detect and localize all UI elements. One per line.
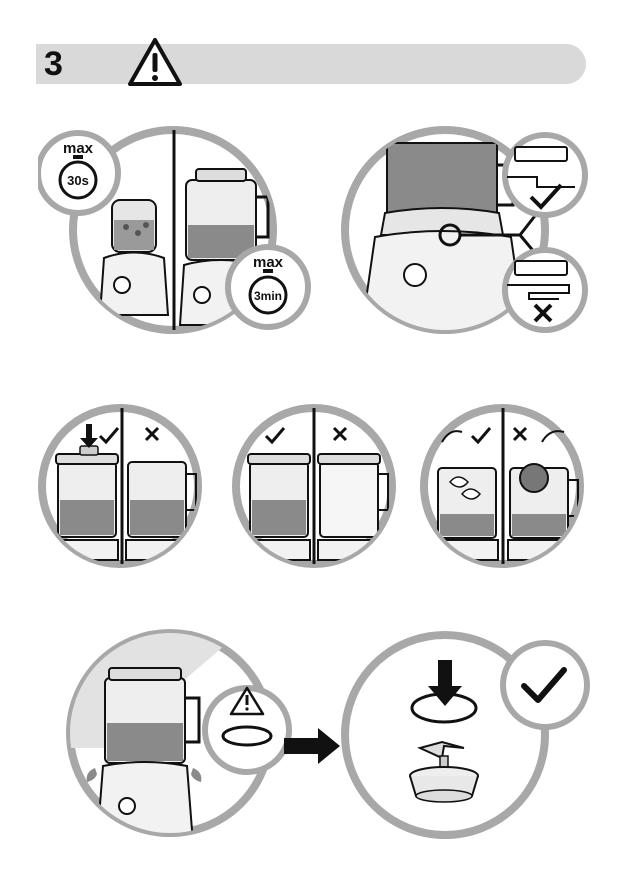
timer-small-label: max [63,140,94,157]
incorrect-fit-inset [505,250,585,330]
scene-lid-closed [28,402,213,570]
scene-cut-ingredients [410,402,595,570]
step-number: 3 [44,46,63,82]
timer-30s: max 30s [38,133,118,213]
timer-large-value: 3min [254,289,282,303]
timer-3min: max 3min [228,247,308,327]
warning-triangle-icon [126,36,184,88]
header-bar [36,44,586,84]
scene-leak-warning [65,628,305,843]
scene-seal-installed [340,630,595,845]
seal-warning-inset [205,688,289,772]
correct-inset [503,643,587,727]
scene-max-operating-time: max 30s max 3min [38,125,318,340]
section-header: 3 [36,44,586,84]
arrow-right-icon [282,726,342,766]
timer-large-label: max [253,254,284,271]
scene-jar-alignment-check [335,125,595,340]
timer-small-value: 30s [67,173,89,188]
scene-lid-required [222,402,407,570]
correct-fit-inset [505,135,585,215]
